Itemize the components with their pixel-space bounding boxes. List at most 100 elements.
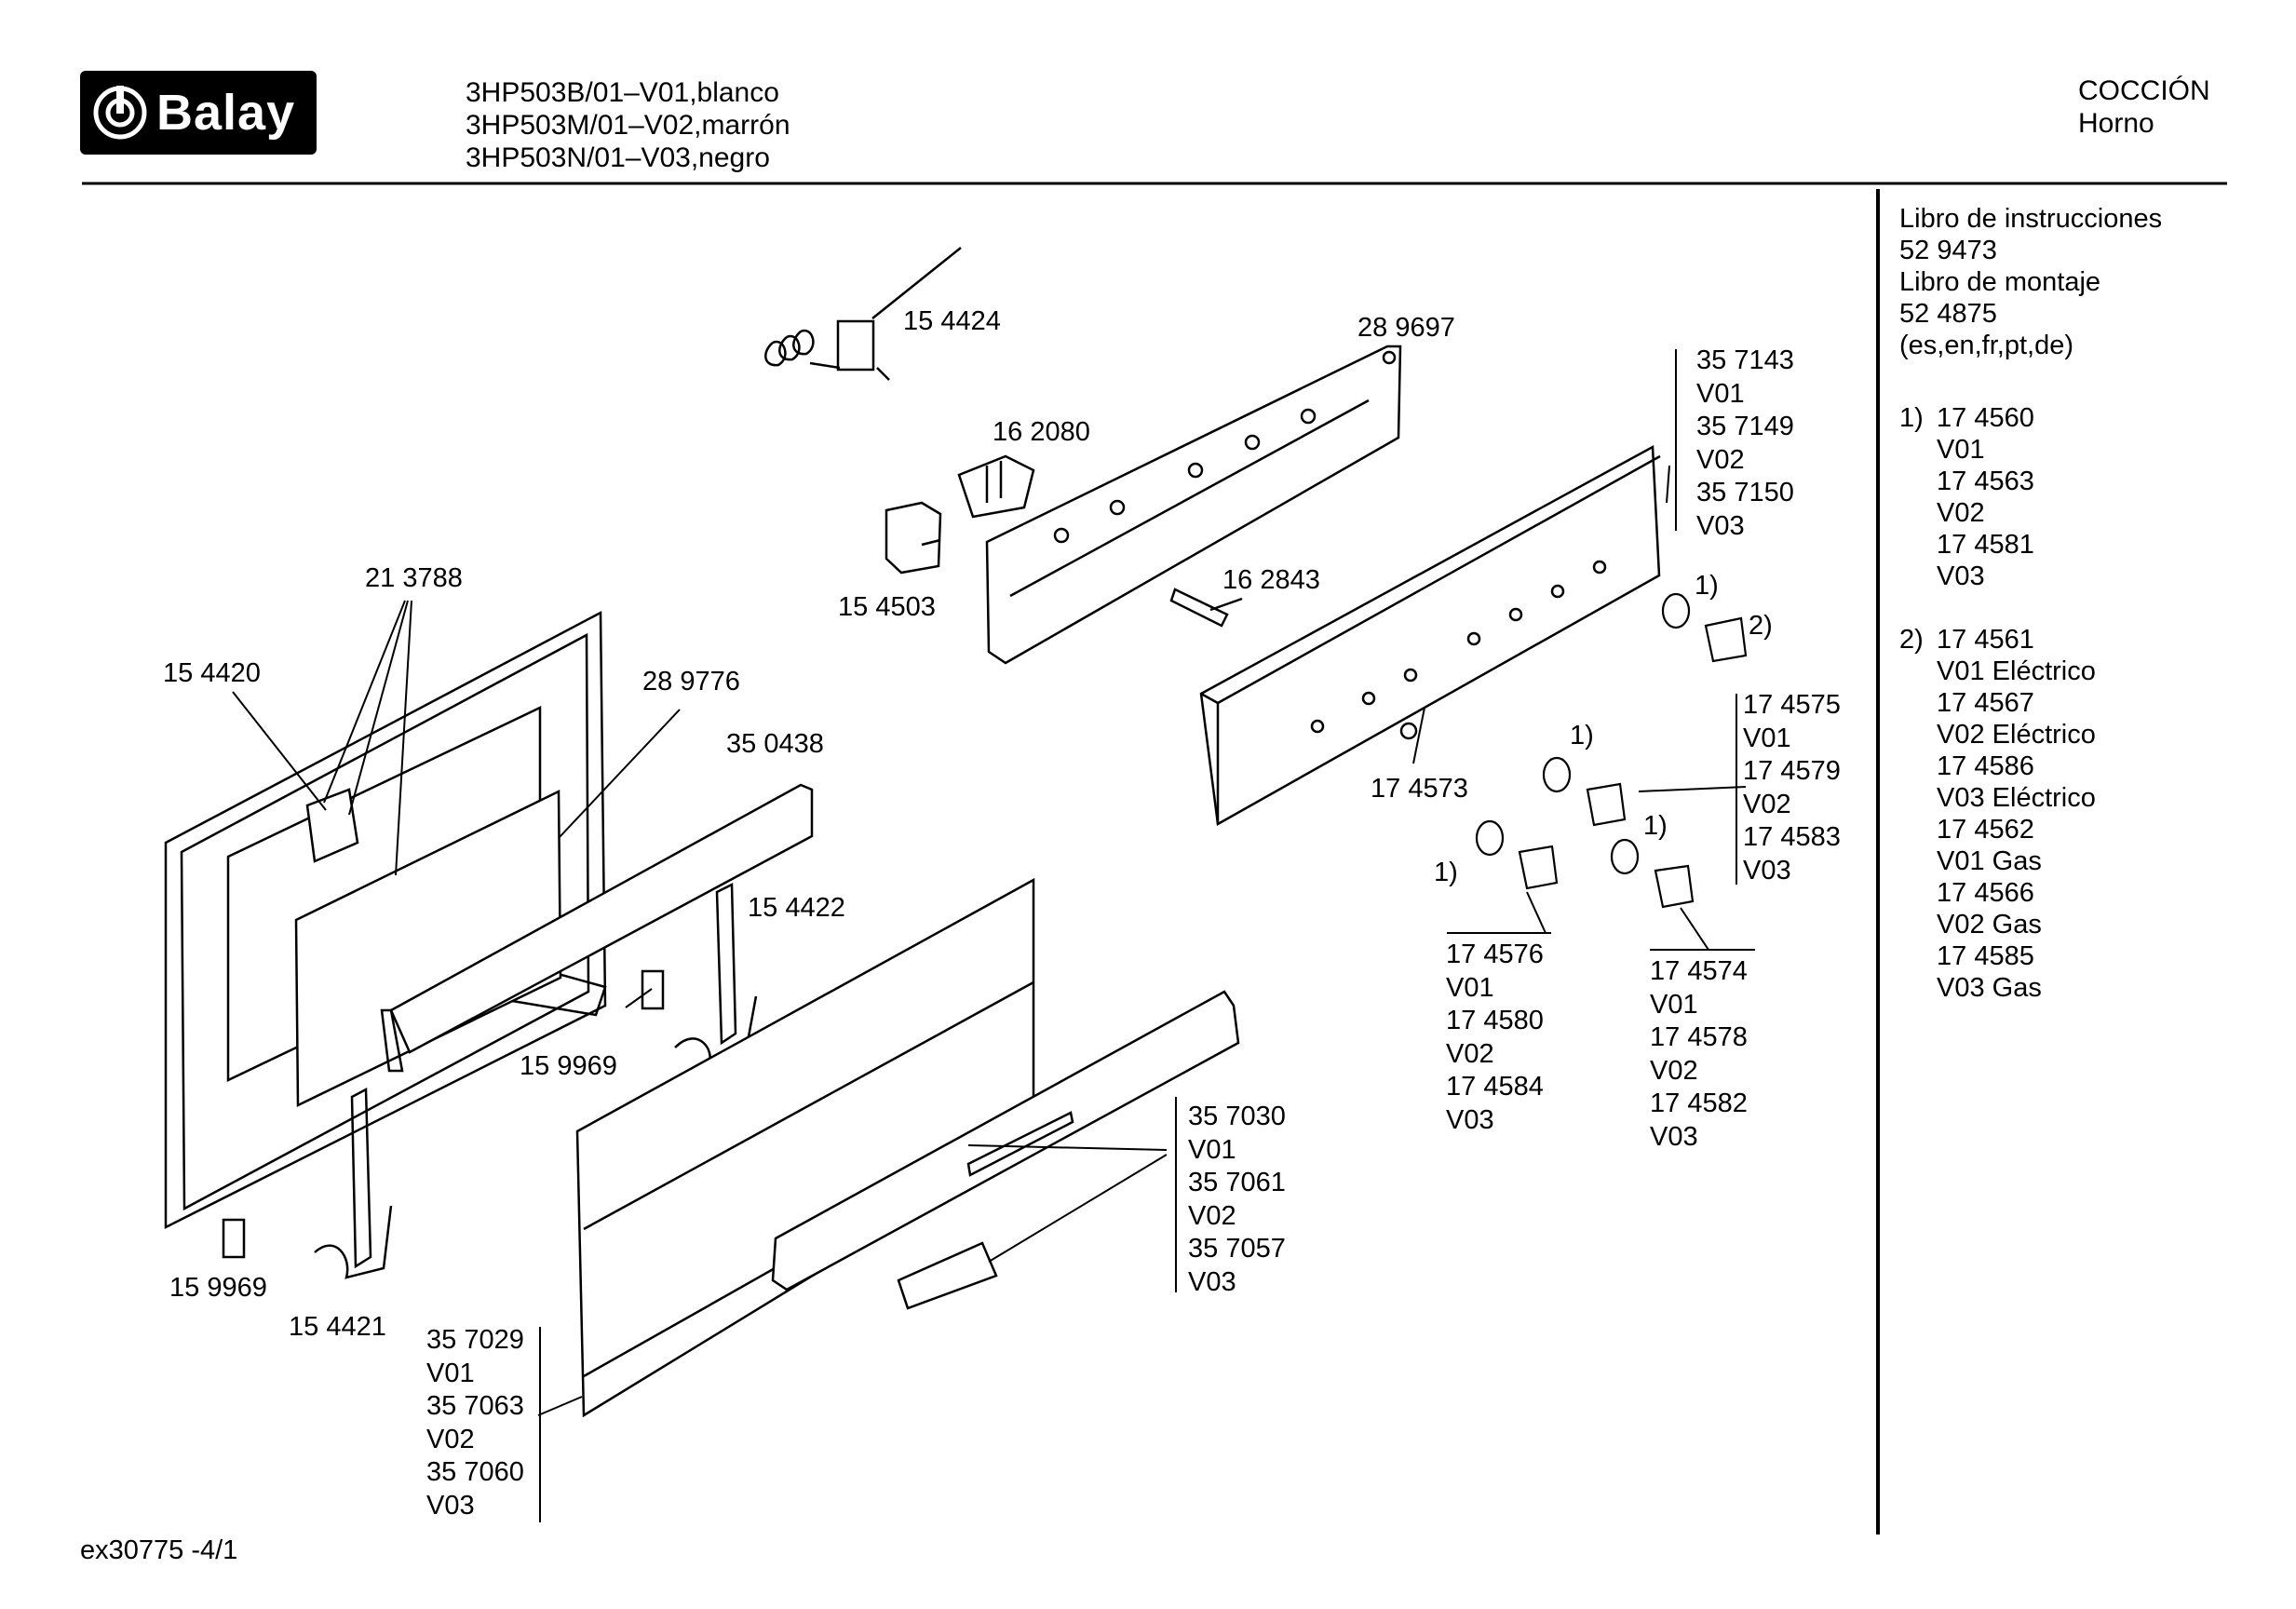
note-line: 17 4563 (1937, 466, 2034, 496)
variant: V01 (426, 1358, 475, 1388)
label-35-0438: 35 0438 (726, 729, 824, 759)
sidebar-note-1: 17 4560 V01 17 4563 V02 17 4581 V03 (1937, 402, 2034, 592)
note-line: V01 Eléctrico (1937, 656, 2096, 686)
pilot-light-part (1169, 588, 1243, 628)
variant: V03 (1696, 510, 1745, 541)
variant: V02 (1446, 1038, 1494, 1069)
manual-line: 52 9473 (1899, 236, 1997, 265)
variant: V01 (1446, 972, 1494, 1003)
model-line: 3HP503N/01–V03,negro (466, 142, 770, 173)
note-line: V03 Eléctrico (1937, 783, 2096, 813)
part-number: 17 4578 (1650, 1022, 1748, 1052)
note-line: 17 4561 (1937, 625, 2034, 655)
part-number: 35 7061 (1188, 1168, 1286, 1197)
note-line: V01 (1937, 435, 1985, 465)
part-number: 17 4582 (1650, 1088, 1748, 1118)
thermostat-part (764, 247, 962, 381)
knob-c-part-numbers: 17 4574 V01 17 4578 V02 17 4582 V03 (1650, 955, 1748, 1154)
control-panel-part (1199, 444, 1661, 826)
label-brackets (539, 349, 1755, 1522)
label-16-2080: 16 2080 (993, 417, 1090, 447)
sidebar-note-2: 17 4561 V01 Eléctrico 17 4567 V02 Eléctr… (1937, 624, 2096, 1004)
model-line: 3HP503M/01–V02,marrón (466, 110, 790, 141)
variant: V03 (1743, 855, 1791, 886)
selector-switch-part (957, 454, 1035, 519)
footnote-marker-1: 1) (1434, 858, 1458, 887)
label-21-3788: 21 3788 (365, 563, 463, 593)
part-number: 17 4576 (1446, 940, 1544, 969)
drawing-code: ex30775 -4/1 (80, 1535, 238, 1565)
part-number: 17 4584 (1446, 1072, 1544, 1102)
handle-part (771, 990, 1240, 1310)
part-number: 35 7143 (1696, 345, 1794, 375)
note-line: 17 4586 (1937, 751, 2034, 781)
model-line: 3HP503B/01–V01,blanco (466, 77, 779, 108)
note-line: V03 Gas (1937, 973, 2042, 1003)
note-line: V01 Gas (1937, 846, 2042, 876)
part-number: 17 4575 (1743, 690, 1841, 720)
note-line: 17 4581 (1937, 530, 2034, 560)
clip-part-a (641, 969, 665, 1010)
note-line: 17 4567 (1937, 688, 2034, 718)
part-number: 35 7150 (1696, 478, 1794, 507)
switch-part (885, 501, 942, 575)
variant: V01 (1650, 989, 1698, 1020)
label-28-9776: 28 9776 (642, 667, 740, 696)
variant: V03 (1446, 1104, 1494, 1135)
brand-name: Balay (156, 85, 296, 141)
label-16-2843: 16 2843 (1222, 565, 1320, 595)
note-line: 17 4560 (1937, 403, 2034, 433)
footnote-marker-1: 1) (1570, 721, 1594, 750)
part-number: 35 7149 (1696, 412, 1794, 441)
sidebar-manuals: Libro de instrucciones 52 9473 Libro de … (1899, 203, 2162, 361)
part-number: 35 7029 (426, 1325, 524, 1355)
bracket-part (380, 783, 814, 1073)
manual-line: (es,en,fr,pt,de) (1899, 331, 2073, 360)
hinge-cap-part (305, 788, 359, 863)
inner-glass-part (294, 790, 562, 1107)
variant: V03 (1188, 1266, 1236, 1297)
category-block: COCCIÓN Horno (2078, 74, 2210, 140)
part-number: 35 7030 (1188, 1102, 1286, 1131)
footnote-marker-1: 1) (1695, 571, 1719, 601)
part-number: 17 4580 (1446, 1006, 1544, 1035)
variant: V02 (426, 1424, 475, 1454)
sidebar-note-1-marker: 1) (1899, 403, 1924, 433)
model-list: 3HP503B/01–V01,blanco 3HP503M/01–V02,mar… (466, 76, 790, 174)
manual-line: 52 4875 (1899, 299, 1997, 329)
label-15-9969-a: 15 9969 (520, 1051, 617, 1081)
leader-lines (232, 465, 1747, 1416)
sidebar-note-2-marker: 2) (1899, 625, 1924, 655)
variant: V02 (1743, 789, 1791, 819)
label-15-4422: 15 4422 (748, 893, 845, 923)
panel-frame-part (985, 345, 1402, 665)
note-line: V02 (1937, 498, 1985, 528)
knob-parts (1475, 592, 1748, 909)
footnote-marker-2: 2) (1749, 611, 1773, 641)
door-part-numbers: 35 7029 V01 35 7063 V02 35 7060 V03 (426, 1324, 524, 1522)
panel-part-numbers: 35 7143 V01 35 7149 V02 35 7150 V03 (1696, 345, 1794, 543)
variant: V02 (1650, 1055, 1698, 1086)
knob-a-part-numbers: 17 4575 V01 17 4579 V02 17 4583 V03 (1743, 689, 1841, 887)
part-number: 35 7057 (1188, 1234, 1286, 1264)
manual-line: Libro de montaje (1899, 267, 2101, 297)
part-number: 17 4583 (1743, 822, 1841, 852)
variant: V02 (1188, 1200, 1236, 1231)
brand-mark-icon (93, 86, 147, 140)
variant: V03 (426, 1490, 475, 1521)
label-17-4573: 17 4573 (1371, 774, 1468, 804)
note-line: 17 4566 (1937, 878, 2034, 908)
variant: V03 (1650, 1121, 1698, 1152)
variant: V01 (1696, 378, 1745, 409)
label-15-9969-b: 15 9969 (169, 1273, 267, 1303)
note-line: 17 4585 (1937, 941, 2034, 971)
note-line: V02 Eléctrico (1937, 720, 2096, 750)
part-number: 17 4574 (1650, 956, 1748, 986)
clip-part-b (222, 1218, 246, 1259)
label-15-4421: 15 4421 (289, 1312, 386, 1342)
part-number: 35 7060 (426, 1457, 524, 1487)
label-15-4424: 15 4424 (903, 306, 1001, 336)
subcategory: Horno (2078, 108, 2154, 139)
part-number: 35 7063 (426, 1391, 524, 1421)
